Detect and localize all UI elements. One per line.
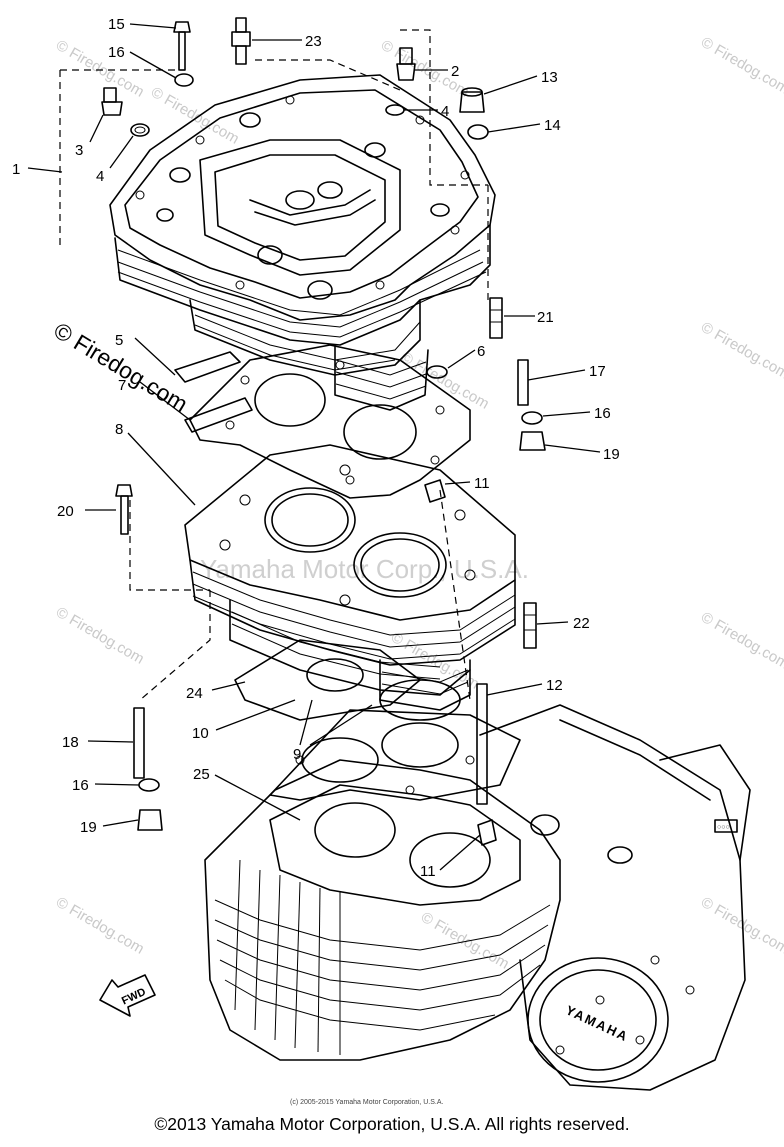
part-number: 1 [12, 161, 20, 178]
leader-lines [27, 23, 601, 871]
watermark: © Firedog.com [698, 319, 784, 383]
part-number: 16 [594, 405, 611, 422]
part-number: 4 [441, 103, 449, 120]
part-number: 16 [72, 777, 89, 794]
part-number: 25 [193, 766, 210, 783]
part-number: 10 [192, 725, 209, 742]
watermark-center: Yamaha Motor Corp., U.S.A. [200, 554, 529, 584]
part-number: 17 [589, 363, 606, 380]
watermark: © Firedog.com [53, 604, 147, 668]
watermarks: © Firedog.com © Firedog.com © Firedog.co… [49, 34, 784, 973]
part-number: 6 [477, 343, 485, 360]
head-gasket [174, 344, 471, 499]
part-number: 22 [573, 615, 590, 632]
watermark: © Firedog.com [698, 894, 784, 958]
part-number: 9 [293, 746, 301, 763]
fwd-arrow: FWD [99, 974, 156, 1017]
watermark: © Firedog.com [418, 909, 512, 973]
part-number: 19 [80, 819, 97, 836]
part-number: 12 [546, 677, 563, 694]
cylinder-head [109, 74, 496, 411]
part-number: 11 [474, 475, 490, 492]
part-number: 24 [186, 685, 203, 702]
part-number: 15 [108, 16, 125, 33]
watermark: © Firedog.com [53, 37, 147, 101]
part-labels: 15 16 23 2 13 4 14 3 4 1 21 5 6 17 7 16 … [12, 16, 620, 880]
part-number: 23 [305, 33, 322, 50]
part-number: 2 [451, 63, 459, 80]
part-number: 11 [420, 863, 436, 880]
part-number: 20 [57, 503, 74, 520]
part-number: 16 [108, 44, 125, 61]
watermark: © Firedog.com [698, 34, 784, 98]
casting-mark: ○○○ [717, 824, 730, 831]
part-number: 4 [96, 168, 104, 185]
part-number: 21 [537, 309, 554, 326]
copyright-footer: ©2013 Yamaha Motor Corporation, U.S.A. A… [154, 1114, 630, 1134]
part-number: 7 [118, 377, 126, 394]
fasteners [101, 17, 546, 846]
watermark: © Firedog.com [53, 894, 147, 958]
cylinder-block [184, 444, 516, 711]
part-number: 3 [75, 142, 83, 159]
part-number: 19 [603, 446, 620, 463]
part-number: 5 [115, 332, 123, 349]
inner-copyright: (c) 2005-2015 Yamaha Motor Corporation, … [290, 1099, 443, 1106]
part-number: 18 [62, 734, 79, 751]
part-number: 13 [541, 69, 558, 86]
brand-logo: YAMAHA [563, 1002, 631, 1044]
watermark: © Firedog.com [698, 609, 784, 673]
part-number: 8 [115, 421, 123, 438]
part-number: 14 [544, 117, 561, 134]
